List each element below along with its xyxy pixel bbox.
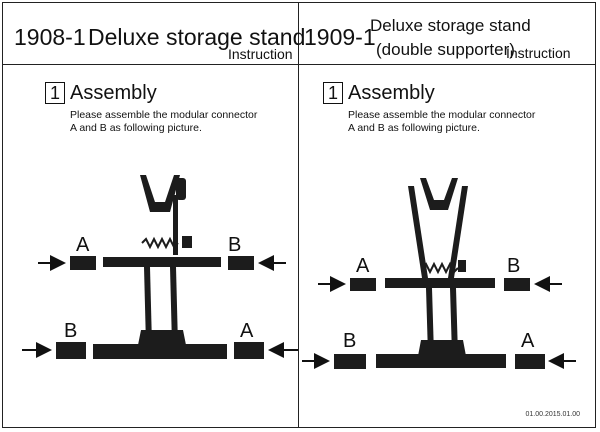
right-connector-bottom-b — [334, 354, 366, 369]
header-divider — [2, 64, 596, 65]
right-step-number: 1 — [323, 82, 343, 104]
document-code: 01.00.2015.01.00 — [525, 411, 581, 418]
left-upper-crossbar — [103, 257, 221, 267]
right-subtitle: (double supporter) — [376, 40, 515, 59]
left-leg-2 — [170, 267, 178, 345]
right-desc-line2: A and B as following picture. — [348, 122, 480, 134]
left-desc-line2: A and B as following picture. — [70, 122, 202, 134]
right-connector-bottom-a — [515, 354, 545, 369]
right-spring-knob — [458, 260, 466, 272]
left-spring — [141, 236, 179, 250]
right-lower-base — [376, 354, 506, 368]
left-label-bottom-left: B — [64, 320, 77, 342]
left-step-number: 1 — [45, 82, 65, 104]
left-connector-top-a — [70, 256, 96, 270]
right-supporter-left — [408, 186, 428, 278]
left-label-bottom-right: A — [240, 320, 254, 342]
right-leg-1 — [426, 288, 434, 355]
left-lower-base — [93, 344, 227, 359]
left-label-top-left: A — [76, 234, 90, 256]
right-step-title: Assembly — [348, 82, 435, 104]
document-frame — [2, 2, 596, 428]
left-stand-diagram: A B B A — [22, 175, 298, 359]
left-step-title: Assembly — [70, 82, 157, 104]
left-model-number: 1908-1 — [14, 24, 86, 50]
right-label-top-right: B — [507, 255, 520, 277]
left-cradle-clamp — [176, 178, 186, 200]
right-base-mount — [418, 340, 466, 356]
right-label-top-left: A — [356, 255, 370, 277]
left-wheel-cradle — [140, 175, 180, 212]
right-title: Deluxe storage stand — [370, 16, 531, 35]
right-wheel-cradle — [420, 178, 458, 210]
left-title: Deluxe storage stand — [88, 24, 306, 50]
right-spring — [421, 261, 459, 275]
left-supporter-post — [173, 195, 178, 255]
left-connector-bottom-a — [234, 342, 264, 359]
left-connector-top-b — [228, 256, 254, 270]
left-desc-line1: Please assemble the modular connector — [70, 109, 258, 121]
right-label-bottom-left: B — [343, 330, 356, 352]
right-connector-top-a — [350, 278, 376, 291]
left-leg-1 — [144, 267, 152, 345]
right-connector-top-b — [504, 278, 530, 291]
left-label-top-right: B — [228, 234, 241, 256]
column-divider — [298, 2, 299, 428]
right-leg-2 — [450, 288, 458, 355]
left-instruction: Instruction — [228, 46, 293, 62]
right-upper-crossbar — [385, 278, 495, 288]
right-desc-line1: Please assemble the modular connector — [348, 109, 536, 121]
left-spring-knob — [182, 236, 192, 248]
right-instruction: Instruction — [506, 45, 571, 61]
right-stand-diagram: A B B A — [302, 178, 576, 369]
right-model-number: 1909-1 — [304, 24, 376, 50]
right-label-bottom-right: A — [521, 330, 535, 352]
right-supporter-right — [448, 186, 468, 278]
left-base-mount — [138, 330, 186, 345]
left-connector-bottom-b — [56, 342, 86, 359]
